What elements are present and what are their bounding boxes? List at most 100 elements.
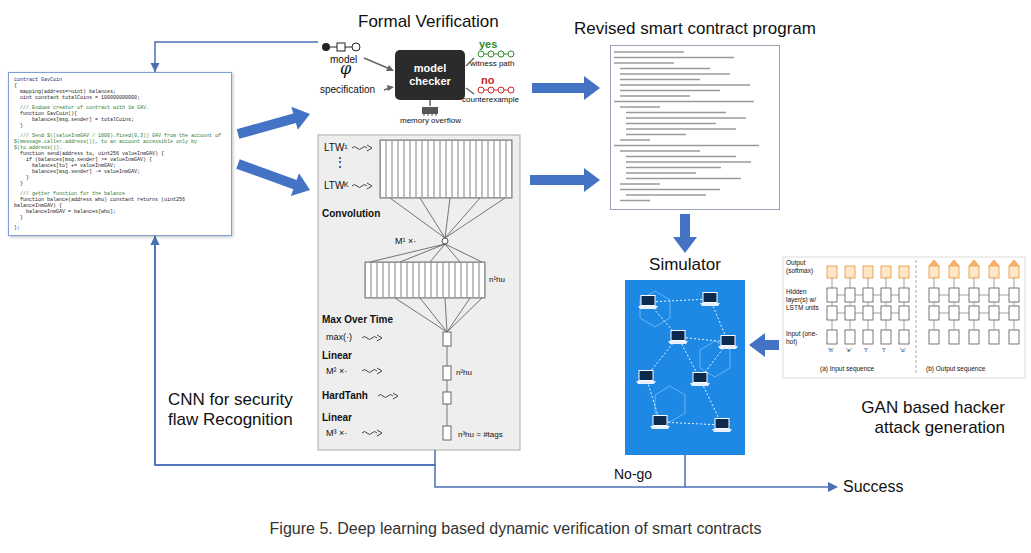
model-checker-picture (345, 47, 352, 48)
sequence-symbol: 'l' (882, 347, 886, 354)
code-line: contract GavCoin (14, 77, 226, 83)
model-checker-picture (352, 43, 360, 51)
graph-label: counterexample (462, 95, 519, 104)
cnn-picture (447, 404, 448, 426)
lstm-picture (949, 306, 959, 320)
network-simulator-picture (690, 373, 710, 387)
sequence-symbol: 'h' (828, 347, 834, 354)
model-checker-picture (478, 51, 484, 57)
flow-connector (151, 42, 319, 72)
network-simulator-picture (646, 299, 728, 425)
arrowhead (151, 236, 160, 245)
cnn-picture (430, 244, 445, 262)
network-simulator-picture (625, 280, 745, 455)
model-checker-picture (424, 114, 436, 116)
lstm-picture (969, 288, 979, 302)
model-checker-picture (478, 87, 514, 93)
model-checker-box: model checker (395, 50, 465, 100)
code-image-box: Revised smart contract program (610, 45, 780, 210)
model-checker-picture (508, 87, 514, 93)
cnn-picture (447, 380, 448, 392)
code-line: balanceInmGAV = balances[who]; (14, 209, 226, 215)
network-simulator-picture (625, 280, 745, 455)
lstm-picture (929, 306, 939, 320)
cnn-picture (362, 335, 382, 341)
layer-label: Hidden layer(s) w/ LSTM units (786, 288, 824, 312)
model-checker-picture (322, 43, 330, 51)
code-line: } (14, 123, 226, 129)
lstm-picture (939, 295, 1009, 313)
model-checker-picture (364, 58, 390, 69)
code-line: /// getter function for the balance (14, 191, 226, 197)
flow-connector (151, 236, 686, 487)
lstm-picture (1009, 306, 1019, 320)
arrowhead (151, 236, 160, 245)
block-arrow-connector (530, 168, 600, 192)
lstm-picture (827, 266, 1019, 278)
lstm-picture (916, 260, 917, 375)
cnn-picture (362, 430, 382, 436)
code-line: mapping(address=>uint) balances; (14, 89, 226, 95)
model-checker-picture (498, 87, 504, 93)
block-arrow (673, 214, 697, 253)
cnn-picture (443, 332, 451, 346)
block-arrow (530, 168, 600, 192)
lstm-picture (969, 306, 979, 320)
lstm-picture (989, 306, 999, 320)
connector-line (155, 236, 685, 487)
layer-label: Input (one-hot) (786, 330, 824, 346)
sequence-symbol: 'o' (900, 347, 906, 354)
layer-name: Max Over Time (322, 314, 393, 326)
layer-label: Output (softmax) (786, 259, 824, 275)
lstm-picture (845, 266, 855, 278)
block-arrow-connector (236, 159, 310, 196)
code-line: balances[to] += valueInmGAV; (14, 163, 226, 169)
cnn-picture (445, 198, 450, 238)
layer-label: M¹ ×· (395, 236, 416, 246)
layer-name: Linear (322, 350, 352, 362)
lstm-picture (845, 288, 855, 302)
connector-line (155, 42, 318, 72)
lstm-picture (899, 306, 909, 320)
layer-name: HardTanh (322, 390, 368, 402)
network-simulator-picture (648, 299, 710, 302)
lstm-picture (881, 330, 891, 344)
lstm-picture (1009, 266, 1019, 278)
revised-code-picture (610, 45, 780, 210)
cnn-picture (370, 198, 505, 262)
lstm-picture (827, 288, 837, 302)
cnn-picture (370, 244, 445, 262)
lstm-picture (969, 266, 979, 278)
model-checker-picture (484, 54, 508, 55)
cnn-picture (445, 244, 482, 262)
code-line: } (14, 175, 226, 181)
lstm-picture (837, 295, 899, 313)
lstm-picture (845, 306, 855, 320)
block-arrow (236, 159, 310, 196)
block-arrow-connector (673, 214, 697, 253)
network-simulator-picture (638, 296, 658, 310)
panel-heading: Formal Verification (358, 12, 499, 32)
figure-caption: Figure 5. Deep learning based dynamic ve… (0, 519, 1031, 539)
lstm-picture (863, 288, 873, 302)
graph-label: witness path (470, 59, 514, 68)
lstm-picture (1009, 288, 1019, 302)
revised-code-picture (614, 52, 759, 201)
lstm-picture (899, 288, 909, 302)
layer-label: LTW¹ (324, 142, 348, 154)
model-checker-picture (466, 88, 474, 94)
layer-label: M³ ×· (326, 428, 347, 438)
model-checker-picture (337, 43, 345, 51)
outcome-label: Success (843, 478, 903, 496)
lstm-picture (899, 266, 909, 278)
cnn-picture (378, 393, 398, 399)
graph-label: memory overflow (400, 116, 461, 125)
code-line: } (14, 215, 226, 221)
code-line: uint constant totalCoins = 100000000000; (14, 95, 226, 101)
lstm-picture (827, 306, 837, 320)
block-arrow (749, 333, 779, 357)
cnn-picture (443, 366, 451, 380)
cnn-picture (318, 135, 520, 450)
